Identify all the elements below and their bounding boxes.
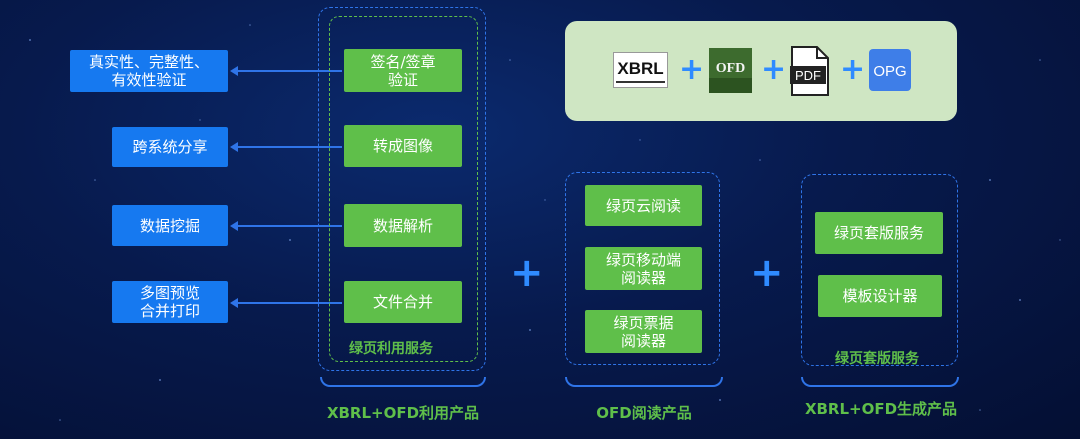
btn-signature-verification[interactable]: 签名/签章 验证 xyxy=(344,49,462,92)
btn-bill-reader[interactable]: 绿页票据 阅读器 xyxy=(585,310,702,353)
utilization-service-label: 绿页利用服务 xyxy=(349,341,433,357)
btn-label: 绿页套版服务 xyxy=(833,224,924,242)
arrow-left-icon xyxy=(230,66,238,76)
btn-mobile-reader[interactable]: 绿页移动端 阅读器 xyxy=(585,247,702,290)
plus-icon: + xyxy=(840,52,866,87)
plus-icon: + xyxy=(679,52,705,87)
btn-label: 文件合并 xyxy=(372,293,433,311)
arrow-left-icon xyxy=(230,221,238,231)
xbrl-logo-text: XBRL xyxy=(617,59,663,78)
btn-label: 绿页云阅读 xyxy=(605,196,681,215)
btn-file-merge[interactable]: 文件合并 xyxy=(344,281,462,323)
plus-icon: + xyxy=(510,250,544,296)
btn-label: 阅读器 xyxy=(620,268,666,287)
ofd-logo-icon: OFD xyxy=(709,48,752,93)
btn-template-service[interactable]: 绿页套版服务 xyxy=(815,212,943,254)
reader-bracket xyxy=(565,377,723,387)
connector-arrow xyxy=(236,225,342,227)
pdf-logo-text: PDF xyxy=(795,68,821,83)
opg-logo-text: OPG xyxy=(873,63,906,80)
plus-icon: + xyxy=(750,250,784,296)
btn-data-parsing[interactable]: 数据解析 xyxy=(344,204,462,247)
utilization-group-outer xyxy=(318,7,486,371)
btn-label: 模板设计器 xyxy=(842,287,918,305)
reader-group xyxy=(565,172,720,365)
opg-logo-icon: OPG xyxy=(869,49,911,91)
btn-label: 验证 xyxy=(387,70,418,89)
feature-text: 数据挖掘 xyxy=(139,216,200,235)
btn-label: 绿页移动端 xyxy=(605,250,681,269)
utilization-bracket xyxy=(320,377,486,387)
utilization-group-inner xyxy=(329,16,478,362)
ofd-logo-text: OFD xyxy=(716,61,746,76)
arrow-left-icon xyxy=(230,142,238,152)
btn-convert-to-image[interactable]: 转成图像 xyxy=(344,125,462,167)
connector-arrow xyxy=(236,302,342,304)
plus-icon: + xyxy=(761,52,787,87)
feature-authenticity-verification: 真实性、完整性、 有效性验证 xyxy=(70,50,228,92)
feature-cross-system-sharing: 跨系统分享 xyxy=(112,127,228,167)
feature-text: 有效性验证 xyxy=(111,71,187,89)
btn-cloud-reading[interactable]: 绿页云阅读 xyxy=(585,185,702,226)
xbrl-logo-icon: XBRL xyxy=(613,52,668,88)
btn-label: 数据解析 xyxy=(372,216,433,235)
feature-text: 合并打印 xyxy=(139,302,200,320)
btn-template-designer[interactable]: 模板设计器 xyxy=(818,275,942,317)
connector-arrow xyxy=(236,146,342,148)
arrow-left-icon xyxy=(230,298,238,308)
generation-product-label: XBRL+OFD生成产品 xyxy=(804,400,958,418)
connector-arrow xyxy=(236,70,342,72)
feature-data-mining: 数据挖掘 xyxy=(112,205,228,246)
feature-text: 多图预览 xyxy=(139,284,200,302)
reader-product-label: OFD阅读产品 xyxy=(596,404,692,422)
pdf-logo-icon: PDF xyxy=(789,46,831,96)
feature-text: 真实性、完整性、 xyxy=(88,53,209,71)
btn-label: 阅读器 xyxy=(620,331,666,350)
utilization-product-label: XBRL+OFD利用产品 xyxy=(326,404,480,422)
feature-multi-preview-print: 多图预览 合并打印 xyxy=(112,281,228,323)
btn-label: 签名/签章 xyxy=(370,52,436,71)
btn-label: 转成图像 xyxy=(372,137,433,155)
generation-group xyxy=(801,174,958,366)
btn-label: 绿页票据 xyxy=(613,313,674,332)
feature-text: 跨系统分享 xyxy=(132,138,208,156)
generation-bracket xyxy=(801,377,959,387)
generation-service-label: 绿页套版服务 xyxy=(835,351,919,367)
format-logos-panel: XBRL + OFD + PDF + OPG xyxy=(565,21,957,121)
